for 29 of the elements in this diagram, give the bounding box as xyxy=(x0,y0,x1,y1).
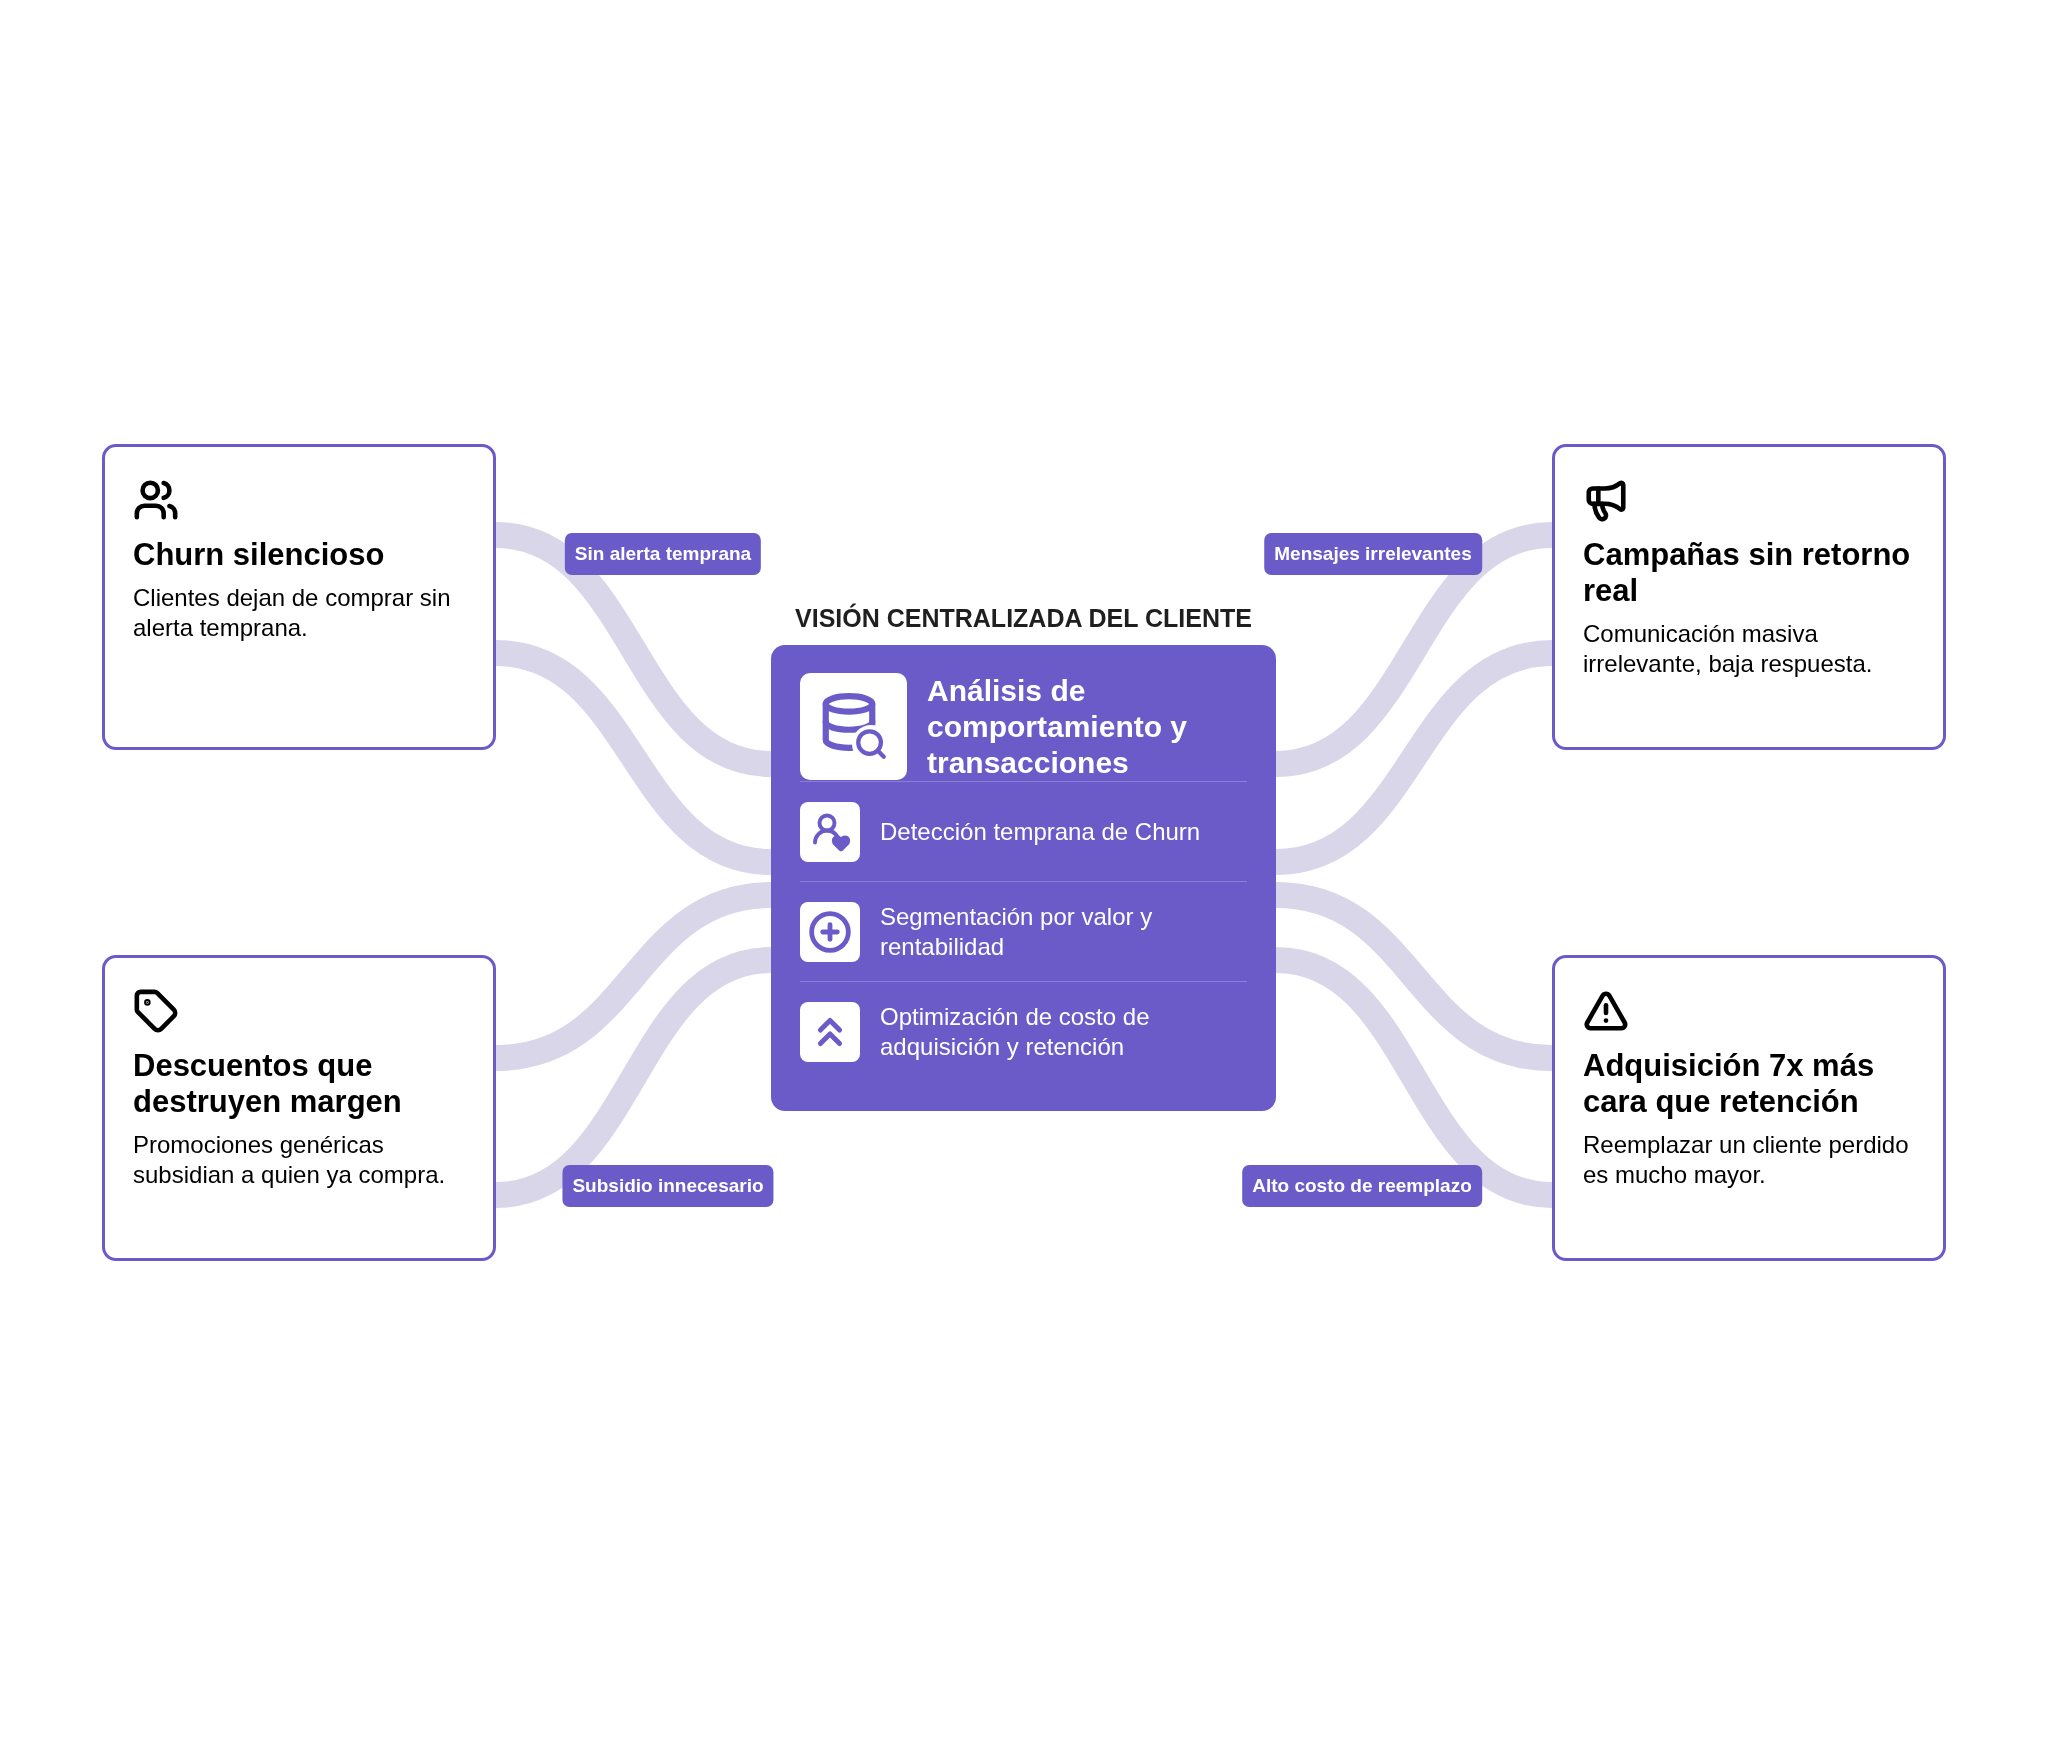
problem-card xyxy=(1552,444,1946,750)
edge-label: Sin alerta temprana xyxy=(564,533,762,575)
problem-card xyxy=(102,955,496,1261)
connector-band xyxy=(494,947,773,1208)
card-description: Promociones genéricas subsidian a quien ya compra. xyxy=(133,1130,447,1190)
panel-heading: VISIÓN CENTRALIZADA DEL CLIENTE xyxy=(794,603,1253,633)
card-title: Descuentos que destruyen margen xyxy=(133,1048,403,1120)
card-title: Adquisición 7x más cara que retención xyxy=(1583,1048,1876,1120)
problem-card xyxy=(102,444,496,750)
connector-band xyxy=(1274,947,1554,1208)
edge-label: Mensajes irrelevantes xyxy=(1264,533,1482,575)
connector-band xyxy=(1274,882,1554,1071)
connector-band xyxy=(494,882,773,1071)
capability-text: Optimización de costo de adquisición y retención xyxy=(880,1002,1151,1062)
connector-band xyxy=(494,522,773,777)
card-title: Campañas sin retorno real xyxy=(1583,537,1912,609)
edge-label: Alto costo de reemplazo xyxy=(1242,1165,1482,1207)
capability-text: Detección temprana de Churn xyxy=(880,816,1201,847)
panel-title: Análisis de comportamiento y transacciones xyxy=(927,672,1189,781)
connector-band xyxy=(494,640,773,875)
card-description: Comunicación masiva irrelevante, baja respuesta. xyxy=(1583,619,1874,679)
connector-band xyxy=(1274,522,1554,777)
capability-text: Segmentación por valor y rentabilidad xyxy=(880,901,1154,962)
problem-card xyxy=(1552,955,1946,1261)
card-description: Clientes dejan de comprar sin alerta temprana. xyxy=(133,583,452,643)
card-title: Churn silencioso xyxy=(133,537,386,573)
connector-band xyxy=(1274,640,1554,875)
card-description: Reemplazar un cliente perdido es mucho mayor. xyxy=(1583,1130,1910,1190)
edge-label: Subsidio innecesario xyxy=(562,1165,774,1207)
